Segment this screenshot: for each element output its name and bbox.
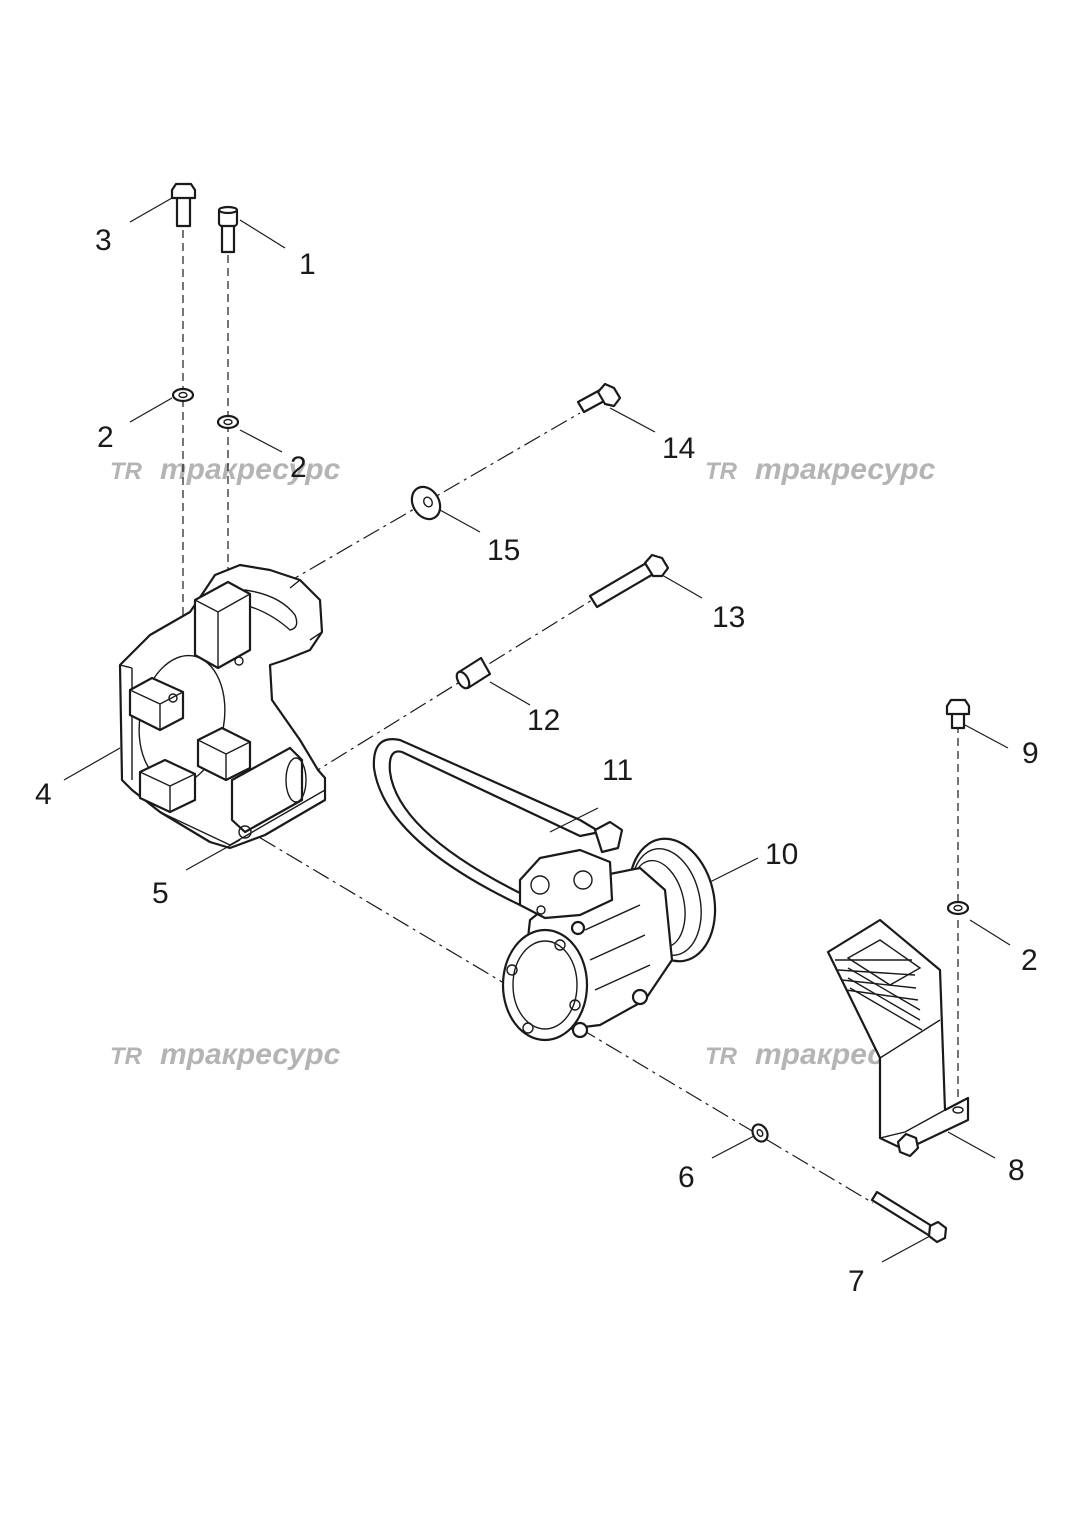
callout-2c: 2 [1021, 944, 1038, 977]
compressor-part-10 [501, 820, 717, 1042]
watermark-logo: TR [110, 458, 143, 485]
bolt-head [643, 553, 670, 578]
callout-4: 4 [35, 778, 52, 811]
bracket-part-8 [826, 918, 970, 1158]
bolt-part-1 [217, 205, 239, 254]
callout-3: 3 [95, 224, 112, 257]
washer-part-6 [751, 1123, 769, 1143]
watermark-top-left: TR тракресурс [110, 453, 341, 486]
watermark-logo: TR [110, 1043, 143, 1070]
leader-lines [63, 197, 1011, 1263]
callout-5: 5 [152, 877, 169, 910]
axis-bolt-13 [304, 599, 593, 779]
callout-1: 1 [299, 248, 316, 281]
washer-part-2a [171, 387, 195, 403]
callout-8: 8 [1008, 1154, 1025, 1187]
watermark-bottom-left: TR тракресурс [110, 1038, 341, 1071]
callout-9: 9 [1022, 737, 1039, 770]
callout-10: 10 [765, 838, 798, 871]
callout-14: 14 [662, 432, 695, 465]
callout-6: 6 [678, 1161, 695, 1194]
watermark-logo: TR [705, 458, 738, 485]
callout-2a: 2 [97, 421, 114, 454]
callout-12: 12 [527, 704, 560, 737]
watermark-text: тракресурс [160, 453, 341, 486]
callout-2b: 2 [290, 451, 307, 484]
bolt-part-13 [588, 553, 670, 609]
callout-labels: 3 1 2 2 15 14 13 12 11 10 9 2 4 5 6 7 8 [35, 224, 1039, 1298]
callout-15: 15 [487, 534, 520, 567]
bolt-head [945, 698, 971, 716]
washer-part-2b [216, 414, 240, 430]
bolt-part-7 [870, 1190, 948, 1244]
watermark-logo: TR [705, 1043, 738, 1070]
watermark-text: тракресурс [160, 1038, 341, 1071]
watermark-top-right: TR тракресурс [705, 453, 936, 486]
bolt-part-3 [170, 182, 197, 228]
bolt-shank [220, 222, 236, 254]
washer-part-2c [946, 900, 970, 916]
bolt-shank [588, 560, 657, 609]
bolt-shank [870, 1190, 937, 1238]
washer-part-15 [410, 485, 442, 521]
bolt-part-9 [945, 698, 971, 730]
callout-7: 7 [848, 1265, 865, 1298]
callout-13: 13 [712, 601, 745, 634]
bolt-part-14 [576, 382, 622, 414]
spacer-part-12 [455, 656, 492, 690]
bolt-head [170, 182, 197, 200]
bolt-shank [175, 194, 192, 228]
bolt-head-top [217, 205, 239, 215]
bolt-head [927, 1220, 948, 1244]
watermark-text: тракресурс [755, 453, 936, 486]
bolt-head [596, 382, 622, 408]
callout-11: 11 [602, 754, 633, 787]
bracket-part-4 [118, 563, 327, 850]
